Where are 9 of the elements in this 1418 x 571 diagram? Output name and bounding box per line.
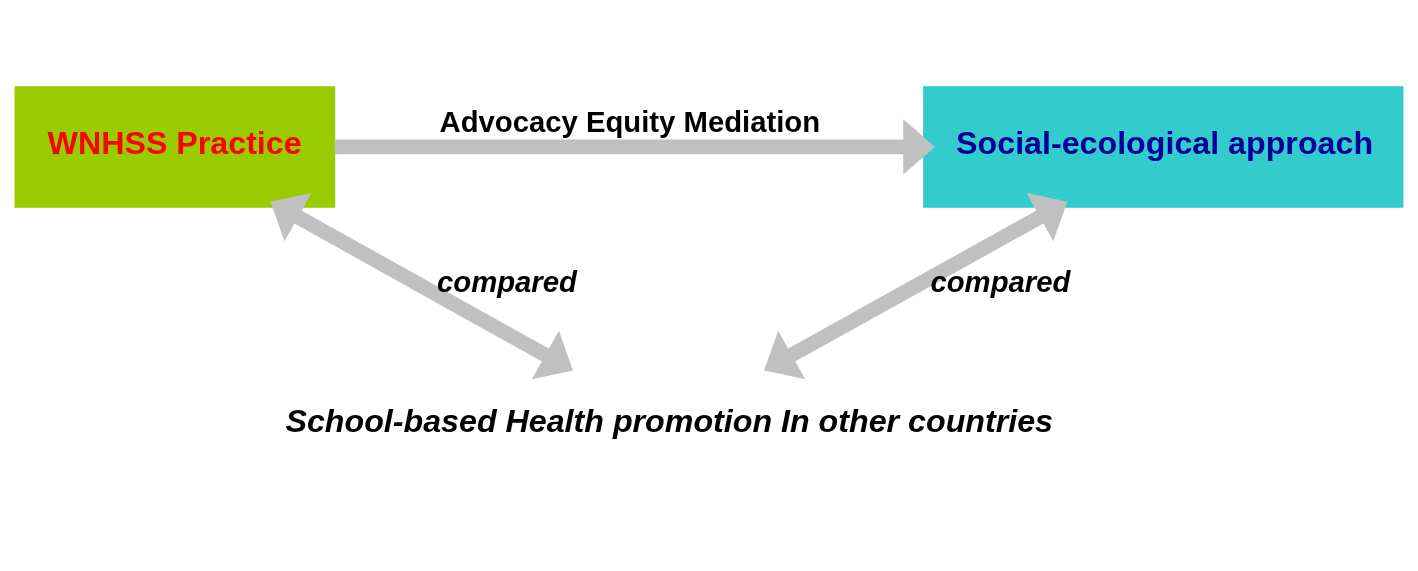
arrow	[270, 192, 573, 379]
node-text: School-based Health promotion In other countries	[285, 402, 1054, 439]
node-box: WNHSS Practice	[14, 85, 336, 208]
arrow	[764, 192, 1068, 379]
node-box: Social-ecological approach	[923, 85, 1404, 208]
arrow	[334, 118, 935, 175]
edge-label: compared	[930, 264, 1071, 298]
edge-label: compared	[437, 264, 577, 298]
edge-label: Advocacy Equity Mediation	[439, 104, 821, 138]
